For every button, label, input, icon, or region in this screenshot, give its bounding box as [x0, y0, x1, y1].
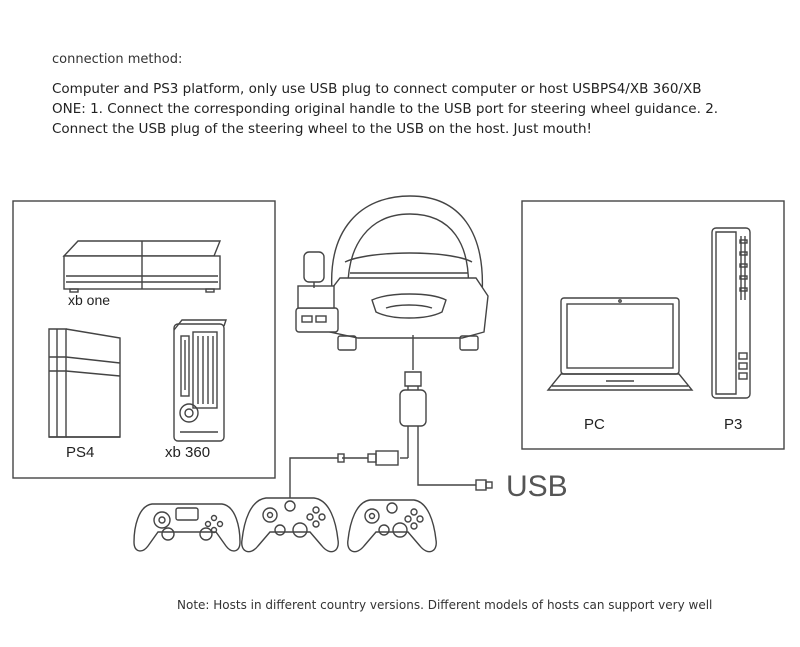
footnote: Note: Hosts in different country version…: [177, 598, 713, 612]
xbox-360-controller-icon: [347, 499, 437, 553]
instructions-line-1: Computer and PS3 platform, only use USB …: [52, 81, 702, 97]
usb-cables: [289, 335, 493, 498]
instructions-line-2: ONE: 1. Connect the corresponding origin…: [52, 101, 719, 117]
instructions-line-3: Connect the USB plug of the steering whe…: [52, 121, 592, 137]
label-xb-one: xb one: [68, 292, 110, 308]
steering-wheel-icon: [295, 195, 489, 351]
xbox-360-console-icon: [173, 319, 227, 442]
ps4-console-icon: [48, 328, 121, 438]
instructions-paragraph: Computer and PS3 platform, only use USB …: [52, 79, 752, 139]
label-xb-360: xb 360: [165, 444, 210, 461]
section-heading: connection method:: [52, 52, 183, 67]
devices-panel: [521, 200, 785, 450]
label-p3: P3: [724, 416, 742, 433]
ps4-controller-icon: [133, 503, 241, 552]
label-ps4: PS4: [66, 444, 94, 461]
xbox-one-controller-icon: [241, 497, 339, 553]
ps3-console-icon: [711, 227, 751, 399]
label-usb: USB: [506, 470, 568, 503]
pc-laptop-icon: [546, 297, 694, 391]
xbox-one-console-icon: [62, 240, 222, 293]
label-pc: PC: [584, 416, 605, 433]
consoles-panel: [12, 200, 276, 479]
